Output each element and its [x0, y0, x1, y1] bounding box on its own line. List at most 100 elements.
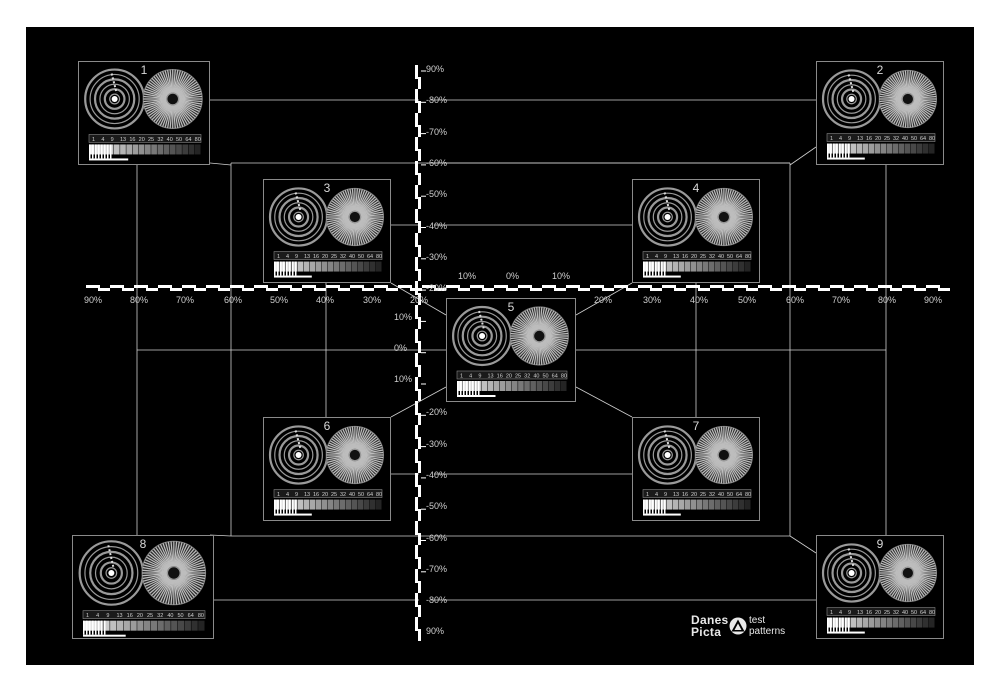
- scale-label: 80: [561, 374, 567, 380]
- starburst-spoke: [349, 223, 355, 246]
- scale-label: 25: [515, 374, 521, 380]
- starburst-spoke: [911, 78, 929, 95]
- scale-label: 20: [137, 613, 143, 619]
- starburst-spoke: [351, 426, 355, 449]
- starburst-spoke: [908, 104, 916, 127]
- h-axis-dash: [266, 288, 278, 291]
- starburst-spoke: [326, 216, 349, 221]
- gray-step: [280, 499, 286, 510]
- h-axis-dash: [602, 288, 614, 291]
- gray-step: [322, 261, 328, 272]
- gray-step: [643, 261, 649, 272]
- gray-step: [917, 143, 923, 154]
- starburst-spoke: [360, 219, 380, 232]
- starburst-spoke: [729, 456, 751, 466]
- gray-step: [274, 499, 280, 510]
- starburst-spoke: [169, 105, 173, 129]
- gray-step: [649, 499, 655, 510]
- starburst-spoke: [177, 577, 195, 598]
- line-pair: [658, 499, 660, 514]
- gray-step: [655, 499, 661, 510]
- h-axis-dash: [110, 285, 124, 288]
- gray-step: [542, 381, 549, 391]
- starburst-spoke: [729, 455, 753, 461]
- starburst-spoke: [729, 442, 751, 453]
- starburst-spoke: [360, 219, 382, 230]
- starburst-spoke: [155, 74, 170, 95]
- gray-step: [899, 617, 905, 628]
- concentric-target-icon: [637, 425, 698, 485]
- starburst-spoke: [510, 335, 533, 340]
- v-axis-label: 90%: [426, 64, 445, 74]
- h-axis-dash: [554, 288, 566, 291]
- line-pair: [280, 261, 282, 276]
- v-axis-dash: [418, 581, 421, 593]
- gray-step: [370, 499, 376, 510]
- starburst-spoke: [332, 436, 351, 452]
- starburst-spoke: [713, 222, 723, 245]
- starburst-spoke: [709, 429, 722, 450]
- line-pair: [277, 499, 279, 514]
- v-axis-dash: [418, 533, 421, 545]
- starburst-spoke: [143, 561, 168, 572]
- v-axis-label: -50%: [426, 189, 448, 199]
- starburst-spoke: [902, 579, 908, 602]
- starburst-spoke: [882, 558, 903, 571]
- scale-label: 20: [322, 492, 328, 498]
- gray-step: [893, 143, 899, 154]
- starburst-spoke: [179, 575, 203, 587]
- starburst-spoke: [909, 72, 921, 94]
- target-ring: [105, 567, 118, 579]
- starburst-spoke: [173, 579, 178, 605]
- line-pair: [274, 261, 276, 276]
- h-axis-dash: [854, 285, 868, 288]
- v-axis-label: -40%: [426, 470, 448, 480]
- scale-label: 32: [157, 137, 163, 143]
- starburst-spoke: [727, 434, 745, 451]
- starburst-spoke: [169, 69, 173, 93]
- starburst-spoke: [913, 99, 937, 105]
- target-center: [848, 570, 855, 576]
- starburst-spoke: [344, 222, 354, 245]
- h-axis-label: 30%: [363, 295, 382, 305]
- starburst-spoke: [512, 338, 534, 349]
- starburst-spoke: [511, 325, 534, 335]
- gray-step: [845, 143, 851, 154]
- starburst-spoke: [730, 216, 753, 221]
- h-axis-label: 90%: [924, 295, 943, 305]
- scale-row: [273, 489, 383, 498]
- line-pair: [95, 144, 97, 159]
- scale-label: 25: [147, 613, 153, 619]
- h-axis-label: 70%: [176, 295, 195, 305]
- starburst-spoke: [697, 204, 719, 215]
- starburst-spoke: [880, 574, 903, 584]
- v-axis-dash: [415, 89, 418, 103]
- scale-label: 16: [129, 137, 135, 143]
- starburst-spoke: [881, 575, 903, 586]
- starburst-spoke: [360, 457, 380, 470]
- starburst-spoke: [695, 217, 718, 223]
- starburst-spoke: [539, 307, 545, 330]
- line-pair: [98, 144, 100, 159]
- target-ring: [461, 315, 503, 357]
- gray-step: [110, 620, 117, 631]
- h-axis-dash: [182, 285, 196, 288]
- starburst-spoke: [155, 578, 171, 600]
- v-axis-label: -20%: [426, 407, 448, 417]
- target-ring: [662, 211, 673, 223]
- starburst-spoke: [152, 548, 170, 569]
- starburst-spoke: [909, 104, 919, 127]
- starburst-spoke: [544, 320, 565, 334]
- gray-step: [176, 144, 182, 155]
- line-pair: [98, 620, 100, 635]
- h-axis-dash: [890, 288, 902, 291]
- gray-step: [334, 261, 340, 272]
- starburst-spoke: [880, 91, 902, 98]
- scale-label: 40: [349, 492, 355, 498]
- starburst-spoke: [524, 310, 537, 331]
- starburst-spoke: [724, 427, 732, 450]
- starburst-spoke: [908, 544, 914, 567]
- starburst-spoke: [180, 574, 205, 582]
